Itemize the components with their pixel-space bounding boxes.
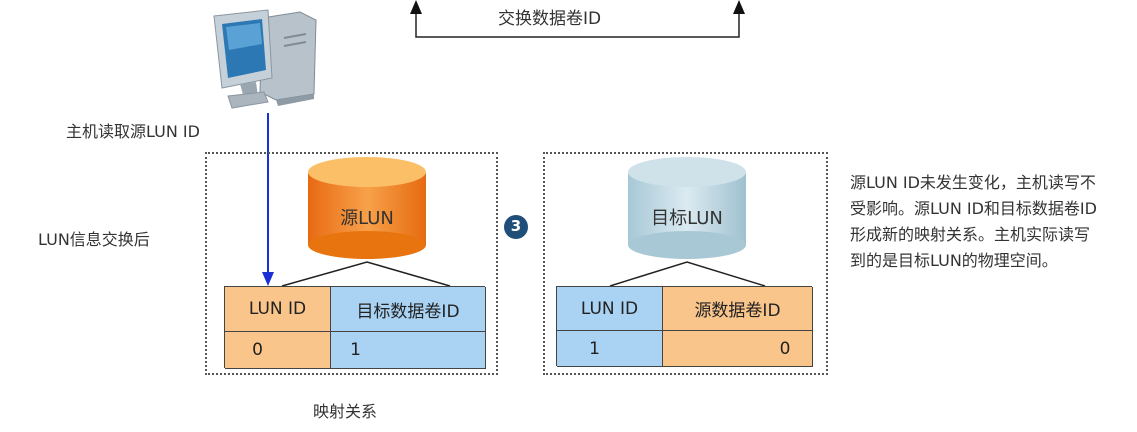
source-lun-group bbox=[205, 152, 498, 375]
step-badge bbox=[504, 215, 528, 239]
target-mapping-table: LUN ID 源数据卷ID 1 0 bbox=[556, 286, 813, 367]
target-lun-cylinder bbox=[628, 157, 746, 259]
target-lun-label: 目标LUN bbox=[651, 208, 723, 229]
swap-bracket bbox=[410, 0, 745, 38]
computer-icon bbox=[213, 9, 317, 109]
source-table-header-lun-id: LUN ID bbox=[225, 287, 331, 332]
target-table-header-volume-id: 源数据卷ID bbox=[663, 287, 813, 331]
source-mapping-table: LUN ID 目标数据卷ID 0 1 bbox=[224, 286, 486, 369]
target-table-value-lun-id: 1 bbox=[557, 331, 663, 367]
swap-label: 交换数据卷ID bbox=[498, 9, 602, 29]
host-read-label: 主机读取源LUN ID bbox=[66, 122, 200, 141]
source-table-value-volume-id: 1 bbox=[331, 332, 486, 369]
target-lun-label-wrap: 目标LUN bbox=[628, 204, 746, 230]
source-lun-label-wrap: 源LUN bbox=[308, 204, 426, 230]
step-number: 3 bbox=[510, 217, 522, 235]
description-text: 源LUN ID未发生变化，主机读写不受影响。源LUN ID和目标数据卷ID形成新… bbox=[850, 173, 1097, 270]
source-table-value-lun-id: 0 bbox=[225, 332, 331, 369]
source-lun-cylinder bbox=[308, 157, 426, 259]
source-lun-label: 源LUN bbox=[340, 208, 394, 229]
host-read-arrowhead bbox=[262, 272, 274, 286]
target-lun-group bbox=[543, 152, 828, 375]
target-table-value-volume-id: 0 bbox=[663, 331, 813, 367]
target-table-header-lun-id: LUN ID bbox=[557, 287, 663, 331]
after-swap-label: LUN信息交换后 bbox=[38, 230, 150, 249]
mapping-relation-label: 映射关系 bbox=[313, 402, 378, 421]
source-table-header-volume-id: 目标数据卷ID bbox=[331, 287, 486, 332]
